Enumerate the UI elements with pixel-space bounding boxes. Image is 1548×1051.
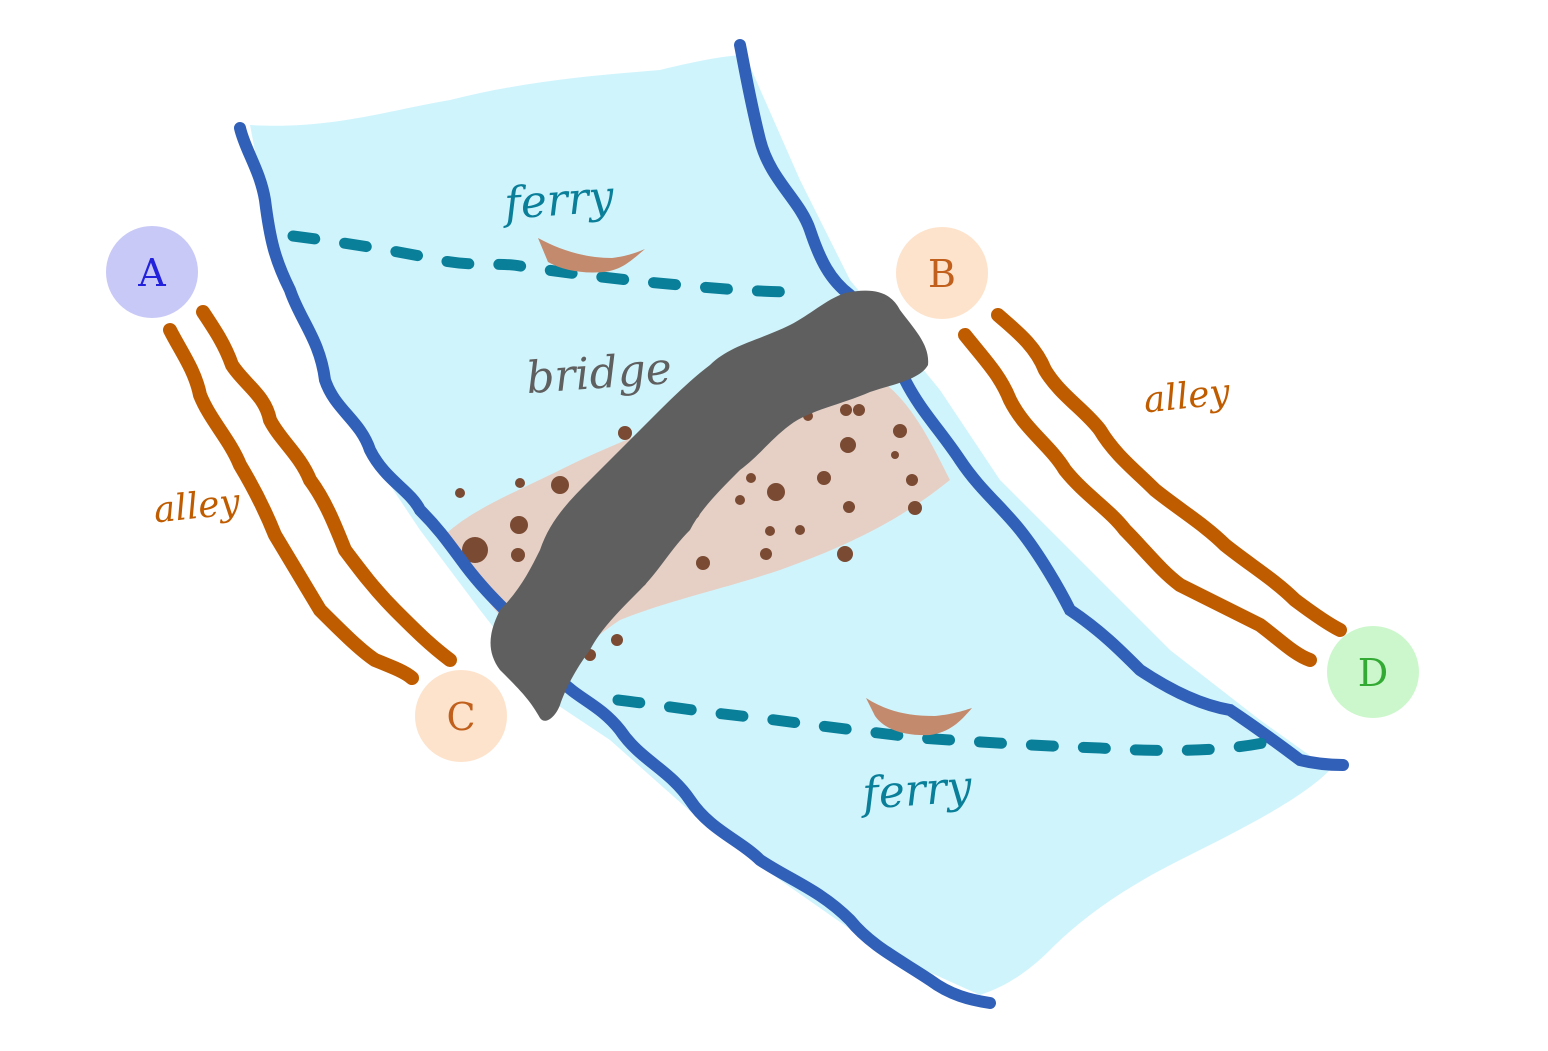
pebble	[760, 548, 772, 560]
pebble	[515, 478, 525, 488]
pebble	[462, 537, 488, 563]
pebble	[767, 483, 785, 501]
boat-top	[538, 238, 645, 273]
pebble	[906, 474, 918, 486]
node-c-label: C	[446, 695, 475, 739]
pebble	[893, 424, 907, 438]
riverbank-left-lower	[554, 674, 996, 1009]
alley-left-outer	[163, 323, 419, 685]
pebble	[510, 516, 528, 534]
node-b-circle	[896, 227, 988, 319]
pebble	[843, 501, 855, 513]
node-d: D	[1327, 626, 1419, 718]
pebble	[795, 525, 805, 535]
pebble	[696, 556, 710, 570]
pebble	[817, 471, 831, 485]
ferry-label-top: ferry	[500, 171, 617, 230]
node-c-circle	[415, 670, 507, 762]
pebble	[735, 495, 745, 505]
riverbank-right-lower	[899, 374, 1349, 771]
riverbank-right	[734, 39, 856, 301]
node-a-circle	[106, 226, 198, 318]
alley-label-right: alley	[1142, 372, 1233, 422]
pebble	[891, 451, 899, 459]
pebble	[746, 473, 756, 483]
node-a: A	[106, 226, 198, 318]
node-a-label: A	[137, 251, 166, 295]
node-b: B	[896, 227, 988, 319]
pebble	[853, 404, 865, 416]
pebble	[611, 634, 623, 646]
riverbank-left	[234, 122, 511, 616]
bridge	[490, 290, 929, 721]
alley-left-inner	[196, 305, 457, 667]
ferry-label-bottom: ferry	[858, 761, 975, 820]
pebble	[511, 548, 525, 562]
pebble	[840, 437, 856, 453]
node-b-label: B	[928, 252, 956, 296]
pebble	[840, 404, 852, 416]
pebble	[908, 501, 922, 515]
alley-right-inner	[991, 308, 1347, 637]
pebble	[765, 526, 775, 536]
alley-label-left: alley	[152, 482, 243, 532]
node-c: C	[415, 670, 507, 762]
ferry-route-bottom	[612, 694, 1274, 756]
pebble	[551, 476, 569, 494]
alley-right-outer	[958, 328, 1317, 667]
ferry-route-top	[287, 230, 806, 298]
pebble	[455, 488, 465, 498]
boat-bottom	[866, 698, 972, 736]
node-d-circle	[1327, 626, 1419, 718]
node-d-label: D	[1358, 651, 1388, 695]
bridge-label: bridge	[525, 343, 674, 404]
pebble	[618, 426, 632, 440]
pebble	[837, 546, 853, 562]
